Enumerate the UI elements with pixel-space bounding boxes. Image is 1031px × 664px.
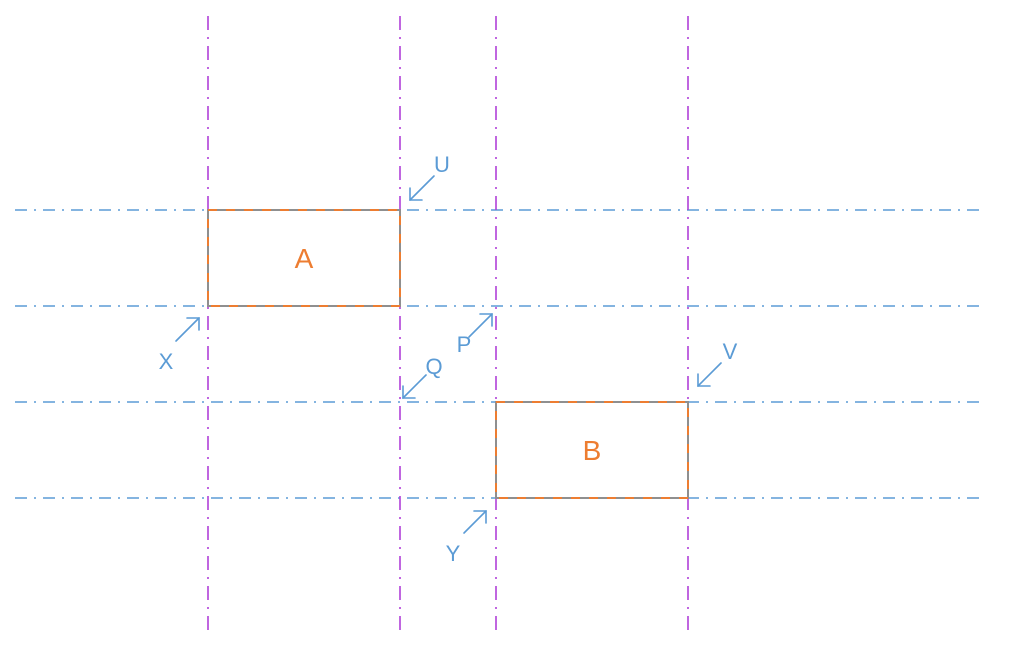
arrow-p xyxy=(468,313,493,338)
point-label-u: U xyxy=(434,152,450,177)
arrow-y xyxy=(463,510,487,534)
point-label-y: Y xyxy=(446,541,461,566)
point-label-x: X xyxy=(159,349,174,374)
arrow-x xyxy=(175,317,200,342)
arrow-u xyxy=(409,175,435,201)
rectangle-b: B xyxy=(495,401,689,499)
point-label-p: P xyxy=(457,332,472,357)
rectangle-a: A xyxy=(207,209,401,307)
rectangle-b-label: B xyxy=(583,435,602,466)
vertical-guide-lines xyxy=(207,16,689,636)
point-label-q: Q xyxy=(425,354,442,379)
arrow-v xyxy=(697,362,722,387)
point-labels: U X P Q V Y xyxy=(159,152,738,566)
arrow-q xyxy=(402,374,427,399)
pointer-arrows xyxy=(175,175,722,534)
rectangle-a-label: A xyxy=(295,243,314,274)
point-label-v: V xyxy=(723,339,738,364)
